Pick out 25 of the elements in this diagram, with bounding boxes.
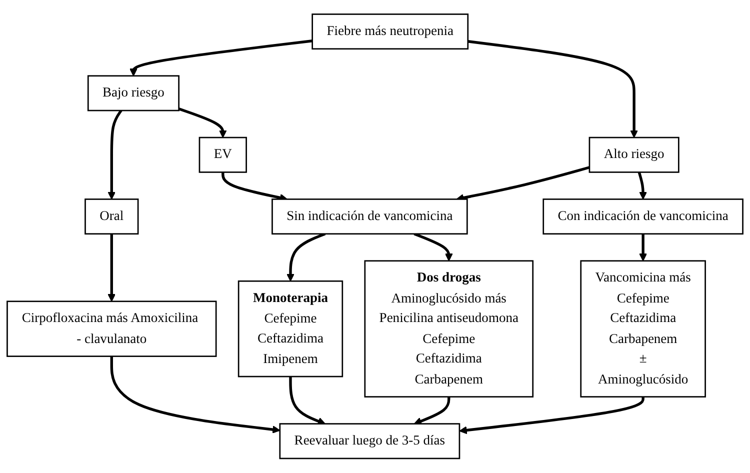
node-box: EV — [198, 137, 247, 174]
arrow — [108, 110, 122, 200]
arrow — [639, 234, 648, 262]
arrow — [468, 40, 638, 138]
arrow — [414, 232, 453, 262]
arrow — [110, 356, 280, 434]
arrow — [459, 396, 644, 434]
arrow — [286, 232, 326, 282]
node-box: Oral — [84, 198, 139, 235]
arrow — [289, 376, 326, 426]
arrow — [108, 234, 116, 302]
node-box: Vancomicina más Cefepime Ceftazidima Carbapenem ± Aminoglucósido — [580, 260, 706, 398]
node-box: Bajo riesgo — [87, 75, 180, 112]
node-box: Fiebre más neutropenia — [312, 14, 469, 50]
arrow — [130, 40, 312, 76]
node-box: Dos drogas Aminoglucósido más Penicilina antiseudomona Cefepime Ceftazidima Carbapenem — [364, 260, 534, 398]
node-box: Sin indicación de vancomicina — [272, 198, 468, 235]
node-box: Monoterapia Cefepime Ceftazidima Imipenem — [238, 280, 344, 378]
node-box: Alto riesgo — [588, 137, 680, 174]
node-box: Reevaluar luego de 3-5 días — [279, 423, 460, 460]
arrow — [638, 172, 648, 200]
node-box: Cirpofloxacina más Amoxicilina - clavulanato — [6, 300, 217, 358]
node-box: Con indicación de vancomicina — [542, 198, 744, 235]
arrow — [414, 396, 450, 426]
arrow — [178, 108, 227, 138]
